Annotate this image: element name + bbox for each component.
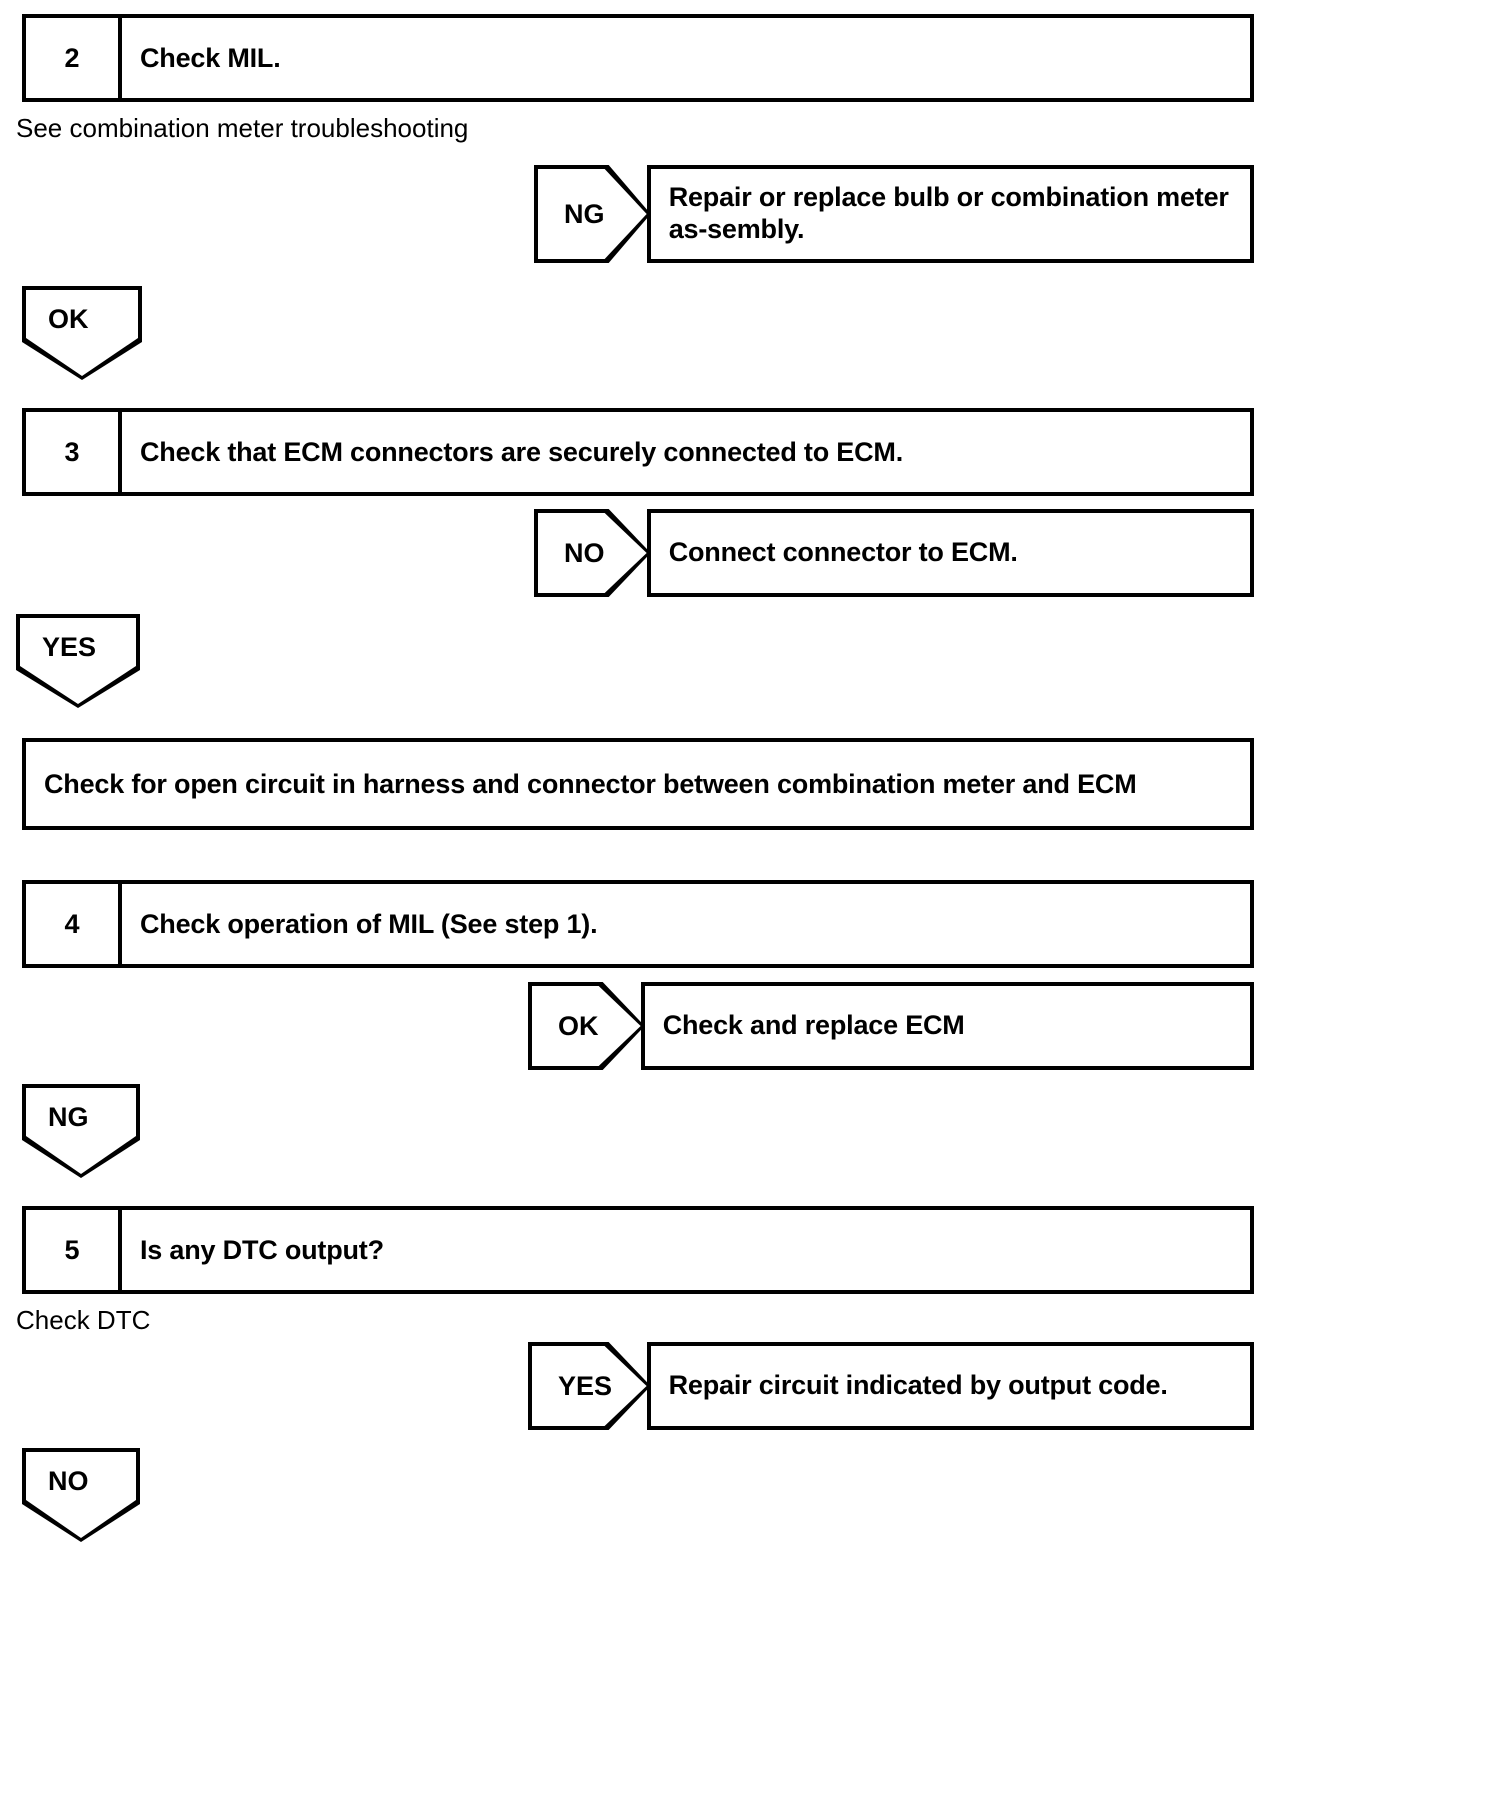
- step-box-3: 3 Check that ECM connectors are securely…: [22, 408, 1254, 496]
- branch-label-no-3: NO: [534, 509, 651, 597]
- branch-row-4: OK Check and replace ECM: [528, 982, 1254, 1070]
- step-number-2: 2: [26, 18, 122, 98]
- step-box-2: 2 Check MIL.: [22, 14, 1254, 102]
- branch-action-5: Repair circuit indicated by output code.: [646, 1342, 1254, 1430]
- continue-arrow-ok-2: OK: [22, 286, 142, 380]
- branch-row-5: YES Repair circuit indicated by output c…: [528, 1342, 1254, 1430]
- step-number-5: 5: [26, 1210, 122, 1290]
- branch-action-3: Connect connector to ECM.: [646, 509, 1254, 597]
- step-title-2: Check MIL.: [140, 42, 281, 73]
- branch-action-4: Check and replace ECM: [640, 982, 1254, 1070]
- step-note-2: See combination meter troubleshooting: [16, 113, 469, 143]
- branch-row-2: NG Repair or replace bulb or combination…: [534, 165, 1254, 263]
- step-note-5: Check DTC: [16, 1305, 151, 1335]
- branch-action-2: Repair or replace bulb or combination me…: [646, 165, 1254, 263]
- step-title-4: Check operation of MIL (See step 1).: [140, 908, 598, 939]
- branch-label-ng-2: NG: [534, 165, 651, 263]
- continue-arrow-ng-4: NG: [22, 1084, 140, 1178]
- step-number-4: 4: [26, 884, 122, 964]
- step-title-5: Is any DTC output?: [140, 1234, 384, 1265]
- step-number-3: 3: [26, 412, 122, 492]
- interstitial-box: Check for open circuit in harness and co…: [22, 738, 1254, 830]
- branch-label-yes-5: YES: [528, 1342, 651, 1430]
- branch-row-3: NO Connect connector to ECM.: [534, 509, 1254, 597]
- step-box-5: 5 Is any DTC output?: [22, 1206, 1254, 1294]
- continue-arrow-no-5: NO: [22, 1448, 140, 1542]
- step-box-4: 4 Check operation of MIL (See step 1).: [22, 880, 1254, 968]
- step-title-3: Check that ECM connectors are securely c…: [140, 436, 904, 467]
- branch-label-ok-4: OK: [528, 982, 645, 1070]
- continue-arrow-yes-3: YES: [16, 614, 140, 708]
